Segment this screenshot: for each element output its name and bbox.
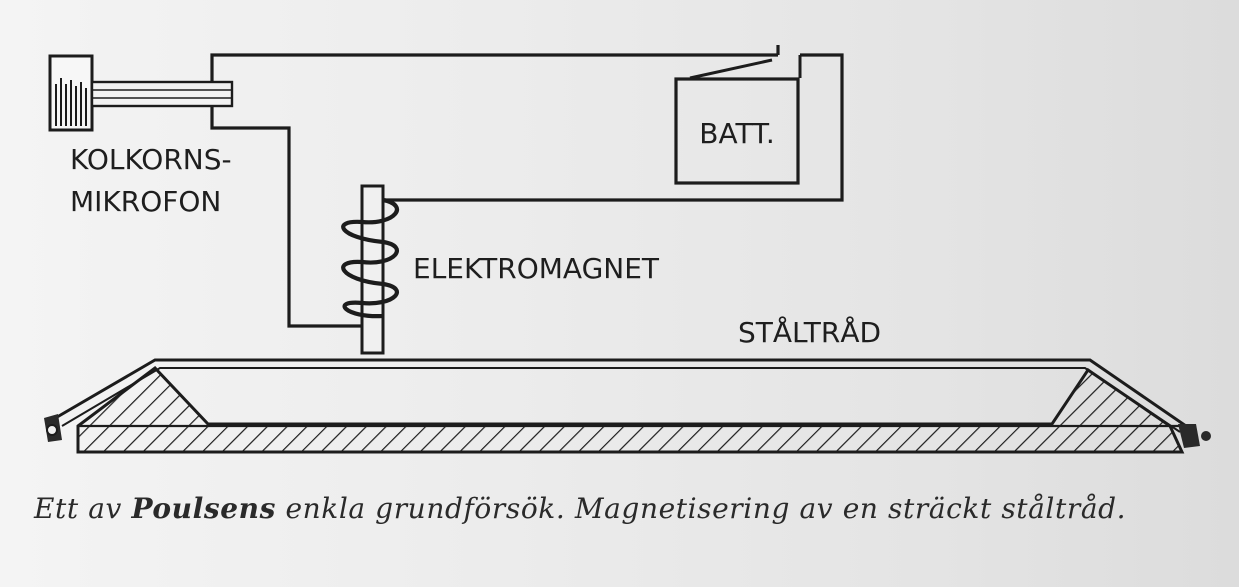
battery-label: BATT. [699,117,774,150]
wire-clamp-left-icon [44,414,62,442]
switch-icon [688,55,802,80]
electromagnet-icon: ELEKTROMAGNET [341,184,660,355]
wire-clamp-right-icon [1178,424,1211,448]
steel-wire-support [76,365,1185,454]
circuit-wires [210,45,844,328]
electromagnet-label: ELEKTROMAGNET [413,252,660,285]
microphone-label-line1: KOLKORNS- [70,143,232,176]
caption-name: Poulsens [131,492,276,525]
caption-lead: Ett av [34,492,132,525]
carbon-microphone-icon [48,54,234,132]
battery-icon: BATT. [674,77,800,185]
figure-caption: Ett av Poulsens enkla grundförsök. Magne… [34,492,1214,525]
microphone-label-line2: MIKROFON [70,185,221,218]
steel-wire-label: STÅLTRÅD [738,315,881,349]
caption-rest: enkla grundförsök. Magnetisering av en s… [275,492,1127,525]
steel-wire [51,358,1187,433]
